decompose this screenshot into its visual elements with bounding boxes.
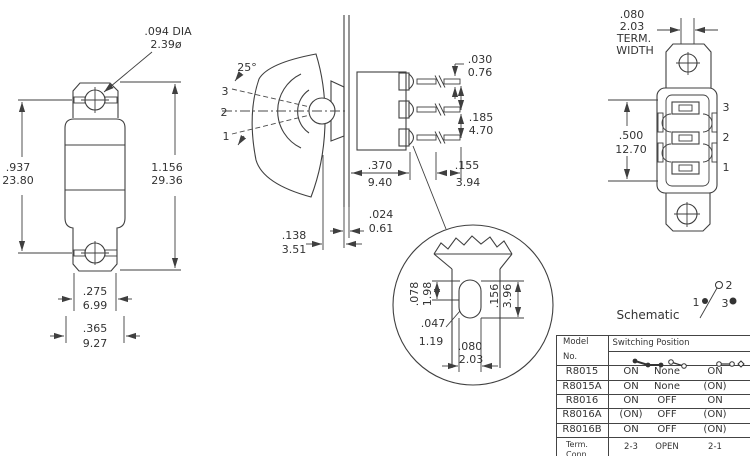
dim-rear-term-width-word2: WIDTH xyxy=(616,44,654,57)
schematic-terminal-2-dot xyxy=(715,281,723,289)
model-cell: R8015 xyxy=(565,366,599,377)
schematic-title: Schematic xyxy=(617,308,680,322)
dim-detail-term-width-mm: 2.03 xyxy=(459,353,484,366)
dim-body-depth-mm: 9.40 xyxy=(368,176,393,189)
term-conn-pos2: OPEN xyxy=(655,442,679,452)
model-cell: R8016B xyxy=(562,424,602,435)
dim-term-length-mm: 3.94 xyxy=(456,176,481,189)
model-header-line2: No. xyxy=(563,352,578,362)
dim-detail-slot-length-in: .156 xyxy=(488,284,501,309)
pos1-cell: ON xyxy=(623,424,639,435)
model-cell: R8016A xyxy=(562,409,602,420)
front-top-bracket xyxy=(72,82,119,118)
dim-detail-term-width-in: .080 xyxy=(458,340,483,353)
position-label-1: 1 xyxy=(223,130,230,143)
model-cell: R8015A xyxy=(562,381,602,392)
dim-overall-height-in: 1.156 xyxy=(151,161,183,174)
pos1-cell: ON xyxy=(623,395,639,406)
schematic-terminal-1-dot xyxy=(702,298,708,304)
schematic-label-2: 2 xyxy=(726,279,733,292)
dim-detail-hole-width-in: .047 xyxy=(421,317,446,330)
schematic: Schematic 1 2 3 xyxy=(617,279,737,322)
dim-term-span-mm: 12.70 xyxy=(615,143,647,156)
side-view: 25° 3 2 1 .030 0.76 .185 4.70 .370 9.40 … xyxy=(221,15,494,256)
pos1-cell: ON xyxy=(623,381,639,392)
schematic-label-1: 1 xyxy=(693,296,700,309)
pos3-cell: ON xyxy=(707,395,723,406)
dim-term-pitch-in: .185 xyxy=(469,111,494,124)
dim-stem-width-in: .275 xyxy=(83,285,108,298)
rear-terminals xyxy=(671,101,700,175)
terminal-detail-view: .078 1.98 .047 1.19 .156 3.96 .080 2.03 xyxy=(392,224,554,386)
dim-detail-hole-width-mm: 1.19 xyxy=(419,335,444,348)
dim-detail-offset-mm: 1.98 xyxy=(421,282,434,307)
dim-throw-angle: 25° xyxy=(237,61,257,74)
dim-stem-width-mm: 6.99 xyxy=(83,299,108,312)
side-terminals xyxy=(398,72,461,147)
rear-bottom-bracket xyxy=(665,193,711,232)
schematic-label-3: 3 xyxy=(722,297,729,310)
side-body xyxy=(356,71,407,151)
pos2-cell: None xyxy=(653,381,681,392)
pos2-cell: OFF xyxy=(657,424,677,435)
terminal-slot xyxy=(458,279,482,319)
dim-overall-height-mm: 29.36 xyxy=(151,174,183,187)
dim-term-thickness-in: .030 xyxy=(468,53,493,66)
table-column-divider xyxy=(608,336,609,456)
dim-term-length-in: .155 xyxy=(455,159,480,172)
dim-detail-slot-length-mm: 3.96 xyxy=(501,284,514,309)
model-header-line1: Model xyxy=(563,337,589,347)
dim-term-pitch-mm: 4.70 xyxy=(469,124,494,137)
position-label-2: 2 xyxy=(221,106,228,119)
model-cell: R8016 xyxy=(565,395,599,406)
rear-body xyxy=(656,87,718,194)
switching-position-table: Model No. Switching Position R8015 ON No… xyxy=(556,335,750,456)
dim-panel-thickness-mm: 0.61 xyxy=(369,222,394,235)
schematic-lever xyxy=(699,287,718,319)
front-view: .937 23.80 1.156 29.36 .094 DIA 2.39ø .2… xyxy=(2,25,192,350)
dim-rear-term-width-in: .080 xyxy=(620,8,645,21)
dim-term-span-in: .500 xyxy=(619,129,644,142)
dim-detail-offset-in: .078 xyxy=(408,282,421,307)
pos3-cell: ON xyxy=(707,366,723,377)
switching-position-header: Switching Position xyxy=(612,338,690,348)
front-body xyxy=(64,118,126,272)
dim-body-width-in: .365 xyxy=(83,322,108,335)
pos1-cell: (ON) xyxy=(619,409,643,420)
dim-hole-spacing-in: .937 xyxy=(6,161,31,174)
rear-view: .080 2.03 TERM. WIDTH 3 2 1 .500 12.70 xyxy=(608,8,730,232)
position-label-3: 3 xyxy=(222,85,229,98)
term-conn-pos1: 2-3 xyxy=(624,442,638,452)
term-conn-pos3: 2-1 xyxy=(708,442,722,452)
rocker-paddle xyxy=(251,53,326,198)
pos3-cell: (ON) xyxy=(703,424,727,435)
dim-hole-dia-mm: 2.39ø xyxy=(150,38,181,51)
pos3-cell: (ON) xyxy=(703,381,727,392)
dim-hole-spacing-mm: 23.80 xyxy=(2,174,34,187)
rear-terminal-label-1: 1 xyxy=(723,161,730,174)
term-conn-label-line2: Conn. xyxy=(566,450,590,456)
dim-term-thickness-mm: 0.76 xyxy=(468,66,493,79)
rear-terminal-label-2: 2 xyxy=(723,131,730,144)
detail-circle xyxy=(392,224,554,386)
dim-panel-thickness-in: .024 xyxy=(369,208,394,221)
pos1-cell: ON xyxy=(623,366,639,377)
dim-body-width-mm: 9.27 xyxy=(83,337,108,350)
dim-rear-term-width-mm: 2.03 xyxy=(620,20,645,33)
pos2-cell: OFF xyxy=(657,395,677,406)
rear-top-bracket xyxy=(665,43,712,88)
schematic-terminal-3-dot xyxy=(729,297,737,305)
dim-bezel-gap-in: .138 xyxy=(282,229,307,242)
dim-hole-dia-in: .094 DIA xyxy=(144,25,192,38)
dim-body-depth-in: .370 xyxy=(368,159,393,172)
dim-rear-term-width-word1: TERM. xyxy=(616,32,651,45)
rear-terminal-label-3: 3 xyxy=(723,101,730,114)
pos3-cell: (ON) xyxy=(703,409,727,420)
term-conn-label-line1: Term. xyxy=(566,440,588,449)
dim-bezel-gap-mm: 3.51 xyxy=(282,243,307,256)
pos2-cell: None xyxy=(653,366,681,377)
pos2-cell: OFF xyxy=(657,409,677,420)
